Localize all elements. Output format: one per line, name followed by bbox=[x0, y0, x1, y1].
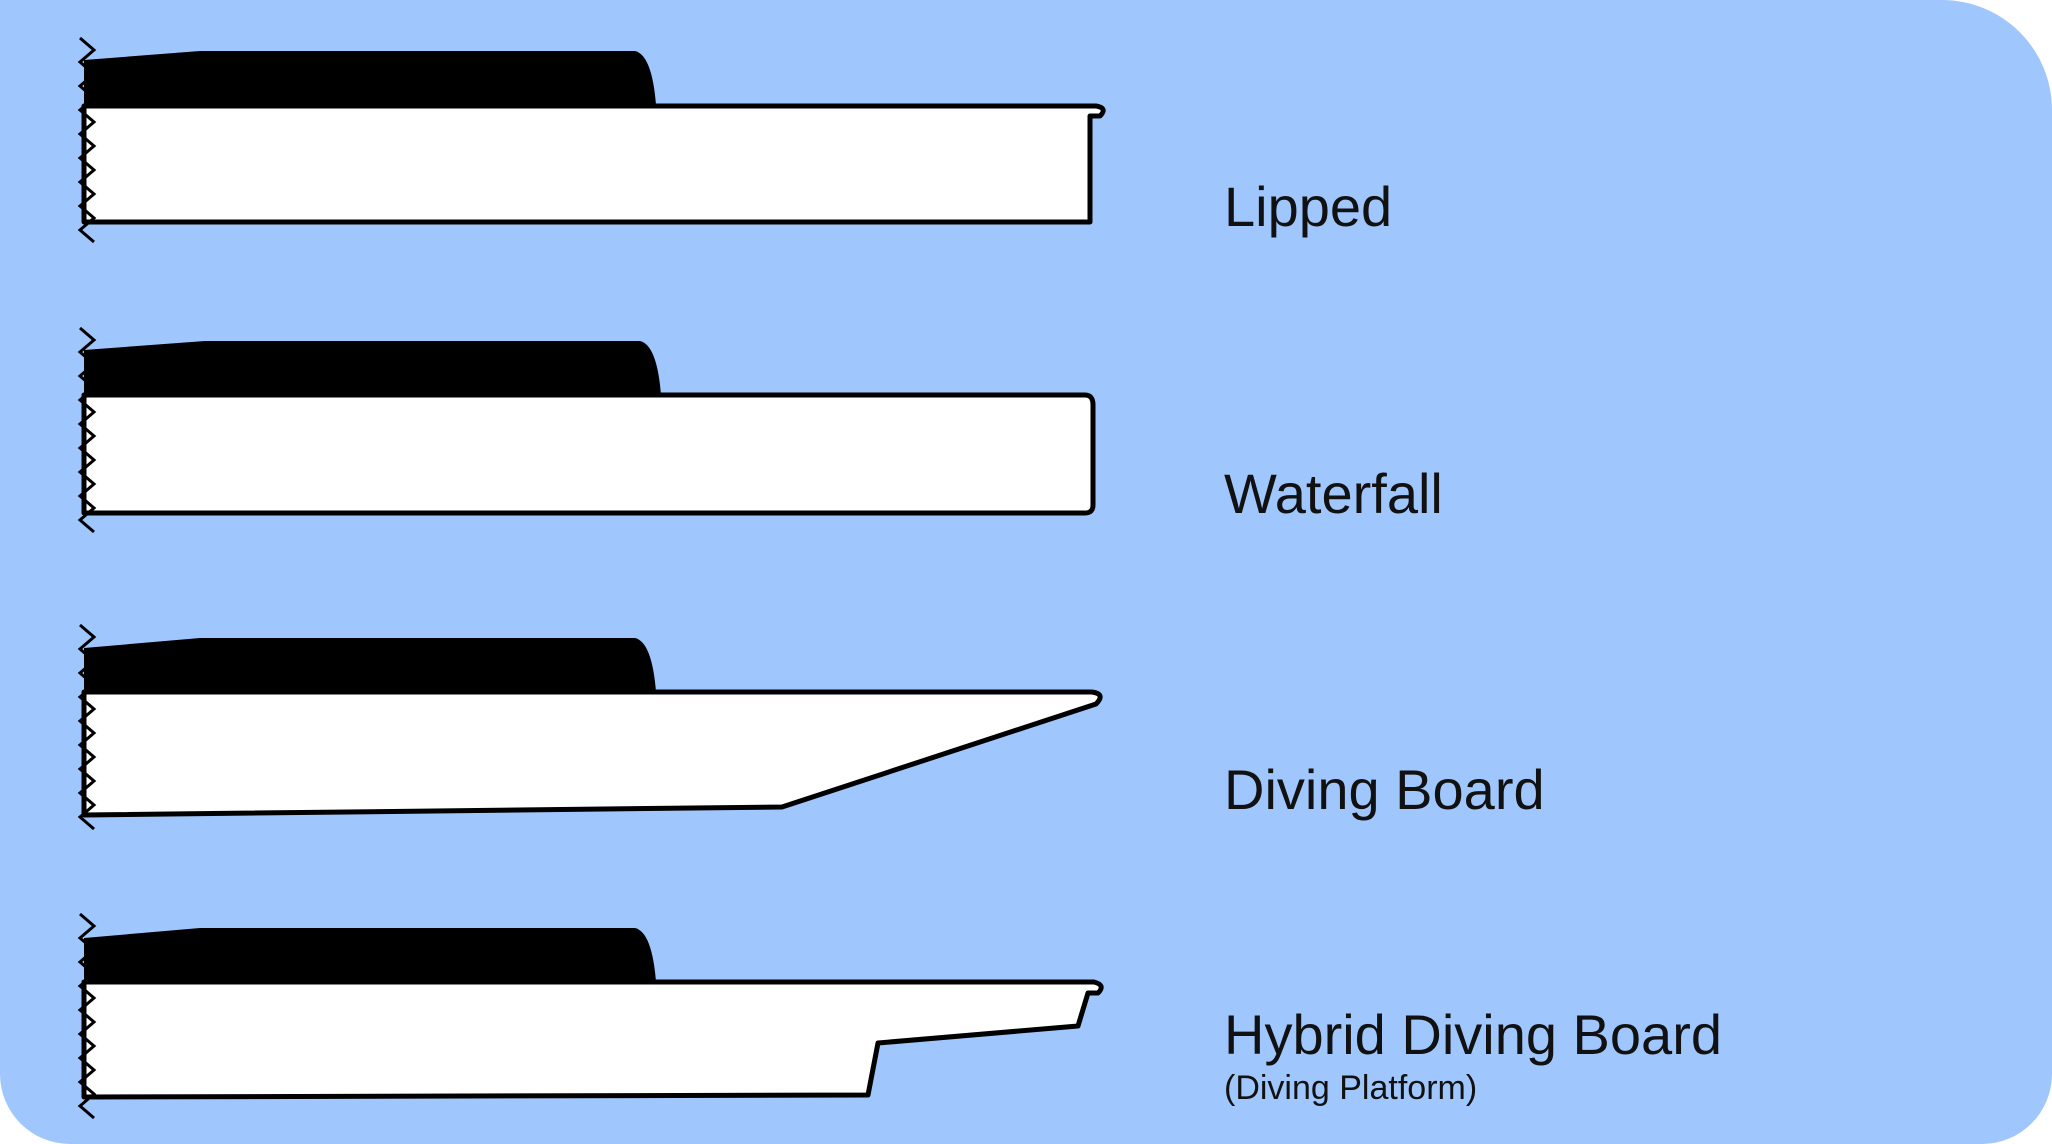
profile-lipped bbox=[77, 36, 1106, 244]
hybrid-overlay bbox=[84, 928, 656, 985]
hybrid-break-line bbox=[77, 912, 97, 1120]
diving-board-substrate bbox=[81, 689, 1103, 818]
lipped-overlay bbox=[84, 51, 656, 108]
waterfall-substrate bbox=[81, 392, 1096, 516]
profile-diving-board bbox=[77, 623, 1103, 831]
label-hybrid-sublabel: (Diving Platform) bbox=[1224, 1069, 1478, 1107]
waterfall-break-line bbox=[77, 326, 97, 534]
waterfall-overlay bbox=[84, 341, 661, 398]
profile-hybrid-diving-board bbox=[77, 912, 1104, 1120]
hybrid-substrate bbox=[81, 979, 1104, 1100]
label-diving-board: Diving Board bbox=[1224, 758, 1545, 821]
label-hybrid-diving-board: Hybrid Diving Board bbox=[1224, 1003, 1722, 1066]
diving-board-break-line bbox=[77, 623, 97, 831]
diving-board-overlay bbox=[84, 638, 656, 695]
lipped-substrate bbox=[81, 103, 1106, 225]
label-waterfall: Waterfall bbox=[1224, 462, 1443, 525]
label-lipped: Lipped bbox=[1224, 175, 1393, 238]
lipped-break-line bbox=[77, 36, 97, 244]
profile-waterfall bbox=[77, 326, 1096, 534]
